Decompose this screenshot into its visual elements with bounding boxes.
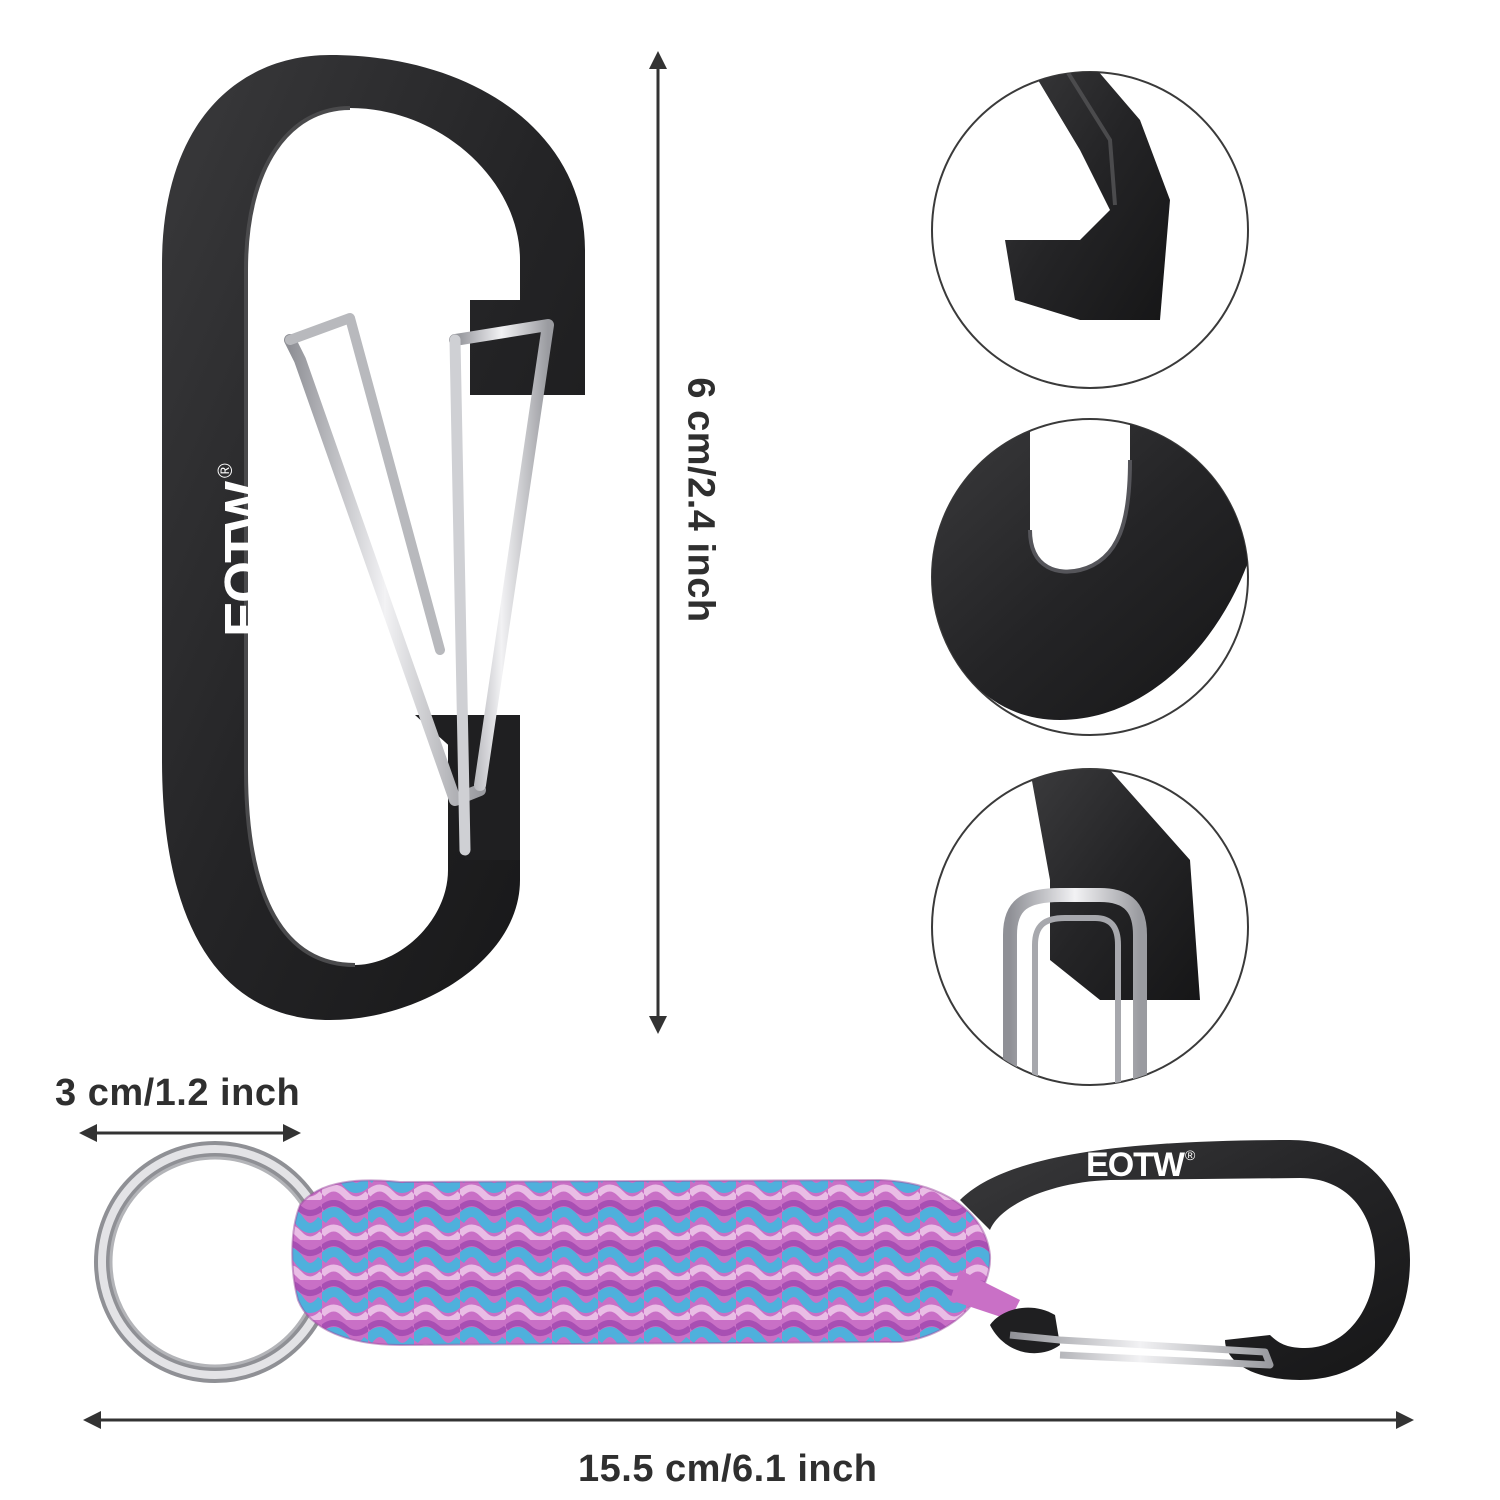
paracord-braid <box>291 1178 1020 1347</box>
wire-gate <box>284 313 554 856</box>
svg-text:EOTW: EOTW <box>1086 1146 1186 1184</box>
small-carabiner: EOTW ® <box>960 1140 1410 1380</box>
keychain-assembly: EOTW ® <box>94 1140 1410 1383</box>
large-carabiner: EOTW ® <box>162 55 585 1020</box>
brand-logo: EOTW ® <box>214 463 274 637</box>
svg-text:EOTW: EOTW <box>214 481 274 637</box>
u-bend-detail <box>931 418 1249 736</box>
svg-text:®: ® <box>215 463 237 478</box>
svg-text:®: ® <box>1185 1147 1196 1163</box>
gate-hinge-detail <box>931 768 1249 1086</box>
hook-tip-detail <box>931 71 1249 389</box>
length-dimension-label: 15.5 cm/6.1 inch <box>578 1448 878 1490</box>
height-dimension-label: 6 cm/2.4 inch <box>679 377 722 623</box>
width-dimension-label: 3 cm/1.2 inch <box>55 1072 301 1114</box>
